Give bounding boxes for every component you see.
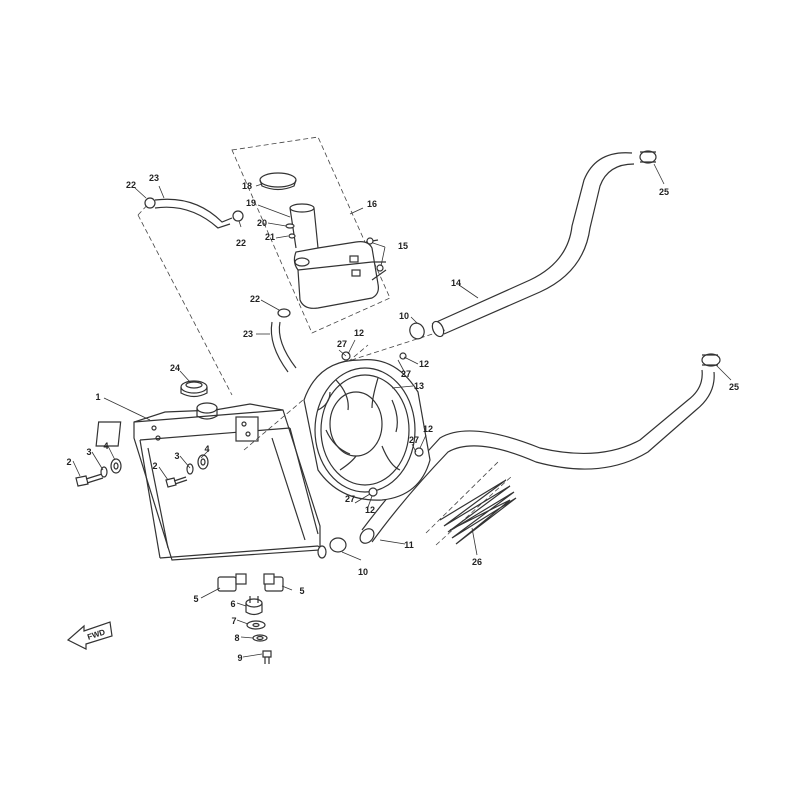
callout-6: 6 <box>230 599 235 609</box>
callout-12: 12 <box>423 424 433 434</box>
callout-4: 4 <box>103 441 108 451</box>
callout-1: 1 <box>95 392 100 402</box>
callout-3: 3 <box>174 451 179 461</box>
callout-5: 5 <box>193 594 198 604</box>
callout-21: 21 <box>265 232 275 242</box>
callout-5: 5 <box>299 586 304 596</box>
lower-hose <box>329 353 721 553</box>
callout-22: 22 <box>126 180 136 190</box>
callout-20: 20 <box>257 218 267 228</box>
callout-4: 4 <box>204 444 209 454</box>
callout-22: 22 <box>250 294 260 304</box>
callout-27: 27 <box>401 369 411 379</box>
callout-27: 27 <box>345 494 355 504</box>
callouts: 1 2 3 4 2 3 4 24 5 5 6 7 8 9 10 10 11 12… <box>66 173 739 663</box>
radiator <box>95 402 327 592</box>
callout-10: 10 <box>399 311 409 321</box>
callout-2: 2 <box>152 461 157 471</box>
callout-12: 12 <box>354 328 364 338</box>
callout-24: 24 <box>170 363 180 373</box>
callout-14: 14 <box>451 278 461 288</box>
callout-12: 12 <box>365 505 375 515</box>
callout-19: 19 <box>246 198 256 208</box>
callout-11: 11 <box>404 540 414 550</box>
callout-23: 23 <box>149 173 159 183</box>
callout-9: 9 <box>237 653 242 663</box>
callout-25: 25 <box>729 382 739 392</box>
callout-12: 12 <box>419 359 429 369</box>
callout-27: 27 <box>409 435 419 445</box>
callout-23: 23 <box>243 329 253 339</box>
leader-lines <box>72 163 732 658</box>
forward-arrow-icon: FWD <box>66 621 113 650</box>
callout-22: 22 <box>236 238 246 248</box>
callout-25: 25 <box>659 187 669 197</box>
callout-16: 16 <box>367 199 377 209</box>
callout-18: 18 <box>242 181 252 191</box>
callout-10: 10 <box>358 567 368 577</box>
bottom-mount-stack <box>245 596 272 664</box>
radiator-cap <box>180 380 208 398</box>
callout-8: 8 <box>234 633 239 643</box>
callout-13: 13 <box>414 381 424 391</box>
upper-hose <box>409 150 657 340</box>
callout-2: 2 <box>66 457 71 467</box>
callout-27: 27 <box>337 339 347 349</box>
cooling-fan <box>303 351 431 501</box>
callout-26: 26 <box>472 557 482 567</box>
overflow-hose-lower <box>270 308 297 373</box>
overflow-hose-upper <box>144 197 244 229</box>
callout-7: 7 <box>231 616 236 626</box>
spring <box>439 479 517 545</box>
callout-15: 15 <box>398 241 408 251</box>
callout-3: 3 <box>86 447 91 457</box>
expansion-tank <box>259 172 387 309</box>
mount-bolt-left <box>75 458 122 487</box>
mount-bolt-center <box>165 454 209 488</box>
